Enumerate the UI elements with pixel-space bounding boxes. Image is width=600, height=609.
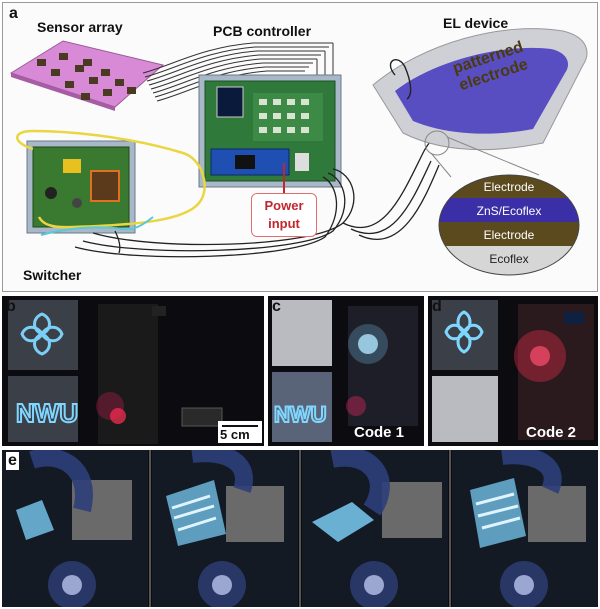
scale-bar-label: 5 cm bbox=[220, 427, 250, 442]
panel-c-photo: NWU c Code 1 bbox=[268, 296, 424, 446]
panel-a-illustration bbox=[9, 28, 588, 276]
panel-b-photo: NWU b 5 cm bbox=[2, 296, 264, 446]
panel-d-letter: d bbox=[432, 298, 442, 315]
pcb-controller-board bbox=[198, 74, 342, 188]
panel-b-letter: b bbox=[6, 298, 16, 315]
el-device-label: EL device bbox=[443, 15, 509, 31]
panel-e-photo: e bbox=[2, 450, 598, 607]
panel-c-code: Code 1 bbox=[354, 424, 405, 441]
scale-bar: 5 cm bbox=[218, 421, 262, 443]
sensor-array-sheet bbox=[9, 40, 165, 111]
el-device-sheet bbox=[372, 28, 588, 151]
layer-ecoflex: Ecoflex bbox=[489, 252, 529, 266]
layer-electrode-top: Electrode bbox=[483, 180, 535, 194]
panel-a: a bbox=[2, 2, 598, 292]
pcb-controller-label: PCB controller bbox=[213, 23, 312, 39]
sensor-array-label: Sensor array bbox=[37, 19, 123, 35]
switcher-board bbox=[26, 140, 136, 234]
layer-electrode-bottom: Electrode bbox=[483, 228, 535, 242]
svg-text:NWU: NWU bbox=[16, 398, 78, 428]
panel-d-code: Code 2 bbox=[526, 424, 577, 441]
switcher-label: Switcher bbox=[23, 267, 82, 283]
panel-d-photo: d Code 2 bbox=[428, 296, 598, 446]
power-arrow bbox=[283, 163, 285, 193]
power-input-line2: input bbox=[268, 216, 300, 231]
panel-c-letter: c bbox=[272, 298, 281, 315]
layer-zns-ecoflex: ZnS/Ecoflex bbox=[476, 204, 542, 218]
panel-e-letter: e bbox=[6, 452, 19, 470]
power-input-line1: Power bbox=[264, 198, 304, 213]
scale-bar-line bbox=[222, 425, 258, 427]
panel-a-letter: a bbox=[9, 5, 18, 22]
layer-labels: Electrode ZnS/Ecoflex Electrode Ecoflex bbox=[439, 175, 579, 271]
power-input-box: Power input bbox=[251, 193, 317, 237]
svg-text:NWU: NWU bbox=[274, 402, 327, 427]
